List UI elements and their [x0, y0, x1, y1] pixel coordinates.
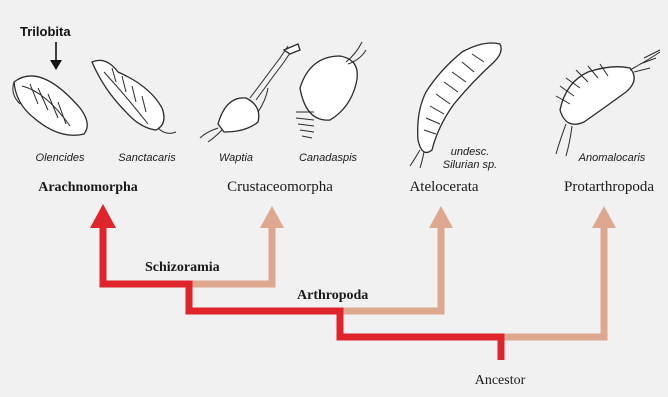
protarthropoda-arrowhead — [592, 206, 616, 228]
trilobite-illustration — [13, 76, 87, 135]
species-olencides: Olencides — [36, 152, 85, 164]
group-arachnomorpha: Arachnomorpha — [38, 180, 138, 195]
canadaspis-illustration — [296, 42, 366, 138]
waptia-illustration — [200, 44, 300, 142]
group-crustaceomorpha: Crustaceomorpha — [227, 179, 333, 195]
side-branches — [189, 226, 604, 337]
sanctacaris-illustration — [92, 60, 176, 133]
node-schizoramia: Schizoramia — [145, 260, 220, 275]
species-undesc-line2: Silurian sp. — [443, 159, 497, 171]
trilobita-pointer-arrow — [50, 42, 62, 70]
node-arthropoda: Arthropoda — [297, 288, 368, 303]
species-anomalocaris: Anomalocaris — [578, 152, 646, 164]
crustaceomorpha-arrowhead — [260, 206, 284, 228]
group-protarthropoda: Protarthropoda — [564, 179, 654, 195]
crustaceomorpha-branch — [189, 226, 272, 284]
group-atelocerata: Atelocerata — [409, 179, 478, 195]
protarthropoda-branch — [500, 226, 604, 337]
species-sanctacaris: Sanctacaris — [118, 152, 176, 164]
anomalocaris-illustration — [556, 50, 660, 156]
arachnomorpha-arrowhead — [90, 204, 116, 228]
species-canadaspis: Canadaspis — [299, 152, 358, 164]
species-undesc-line1: undesc. — [451, 146, 490, 158]
trilobita-label: Trilobita — [20, 24, 71, 39]
atelocerata-arrowhead — [429, 206, 453, 228]
species-waptia: Waptia — [219, 152, 253, 164]
node-ancestor: Ancestor — [475, 373, 526, 388]
